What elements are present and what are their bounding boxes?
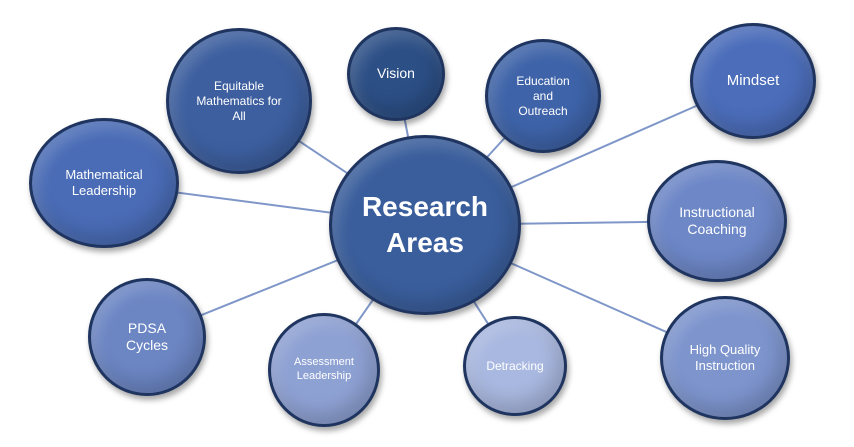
node-label: Assessment Leadership (294, 356, 354, 382)
node-label: Equitable Mathematics for All (196, 78, 282, 123)
node-assessment-leadership: Assessment Leadership (268, 313, 380, 427)
node-label: Vision (377, 65, 415, 82)
node-vision: Vision (347, 27, 445, 121)
node-label: PDSA Cycles (125, 319, 168, 354)
node-mathematical-leadership: Mathematical Leadership (29, 118, 179, 248)
node-high-quality-instruction: High Quality Instruction (660, 296, 790, 420)
node-label: Mindset (726, 71, 780, 89)
center-node-research-areas: Research Areas (329, 135, 521, 315)
node-equitable-mathematics: Equitable Mathematics for All (166, 28, 312, 174)
node-instructional-coaching: Instructional Coaching (647, 160, 787, 282)
node-label: Detracking (486, 358, 544, 373)
node-label: Education and Outreach (516, 73, 570, 118)
node-mindset: Mindset (690, 23, 816, 139)
center-label: Research Areas (361, 190, 489, 258)
node-education-outreach: Education and Outreach (485, 39, 601, 153)
node-pdsa-cycles: PDSA Cycles (88, 278, 206, 396)
node-label: Mathematical Leadership (65, 166, 143, 198)
node-detracking: Detracking (463, 316, 567, 416)
node-label: High Quality Instruction (689, 341, 761, 373)
node-label: Instructional Coaching (679, 203, 755, 238)
